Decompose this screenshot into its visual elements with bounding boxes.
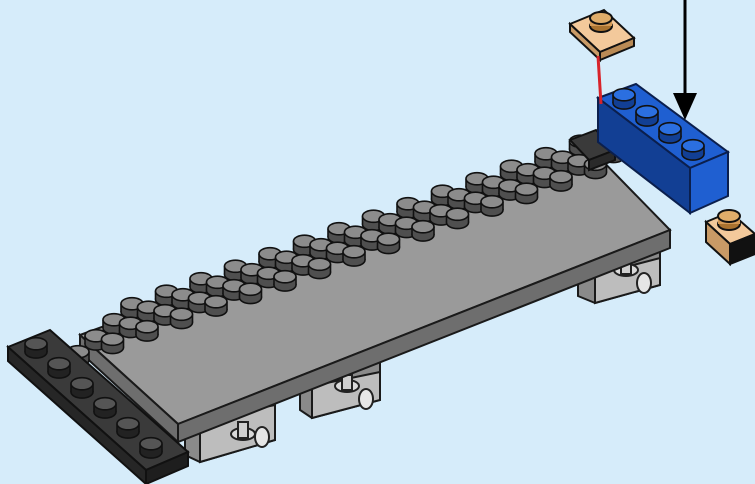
stud-icon [136, 321, 158, 341]
stud-icon [378, 233, 400, 253]
tan-stud-icon [718, 210, 740, 230]
stud-icon [682, 140, 704, 160]
stud-icon [240, 283, 262, 303]
stud-icon [140, 438, 162, 458]
stud-icon [516, 183, 538, 203]
stud-icon [94, 398, 116, 418]
stud-icon [309, 258, 331, 278]
tan-stud-icon [590, 12, 612, 32]
stud-icon [636, 106, 658, 126]
stud-icon [48, 358, 70, 378]
stud-icon [481, 196, 503, 216]
stud-icon [613, 89, 635, 109]
stud-icon [447, 208, 469, 228]
stud-icon [412, 221, 434, 241]
stud-icon [274, 271, 296, 291]
stud-icon [550, 171, 572, 191]
stud-icon [117, 418, 139, 438]
stud-icon [343, 246, 365, 266]
stud-icon [25, 338, 47, 358]
stud-icon [71, 378, 93, 398]
stud-icon [659, 123, 681, 143]
stud-icon [102, 333, 124, 353]
stud-icon [171, 308, 193, 328]
stud-icon [205, 296, 227, 316]
